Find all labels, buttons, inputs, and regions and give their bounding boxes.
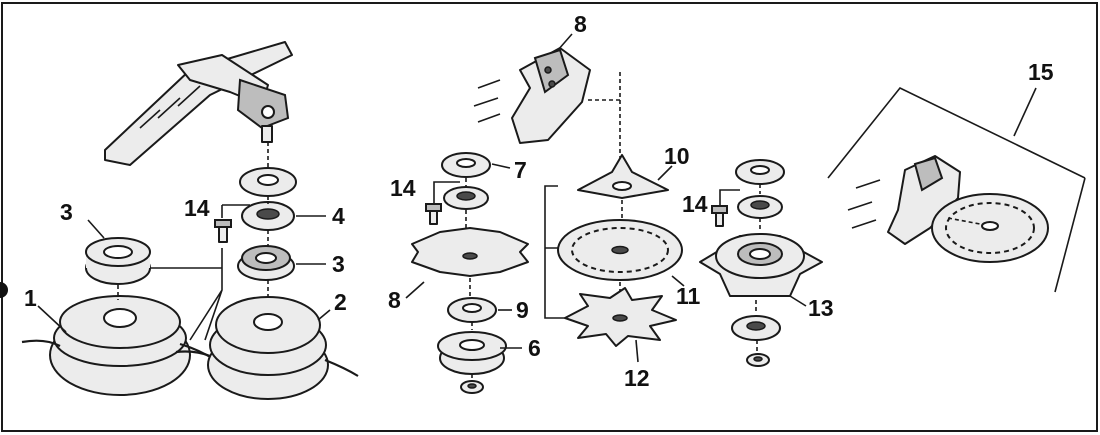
washer-7b xyxy=(443,186,489,210)
leader-14-middle xyxy=(433,181,460,204)
kit-15-guard xyxy=(847,155,961,245)
bracket-blades xyxy=(544,185,565,319)
leader-14-right xyxy=(719,189,740,206)
leader-8-mid xyxy=(405,281,425,299)
leader-15 xyxy=(1013,87,1037,137)
line-head-2 xyxy=(175,296,359,400)
bracket-15 xyxy=(827,87,1086,293)
leader-7 xyxy=(491,163,511,169)
leader-2 xyxy=(317,309,331,321)
callout-2: 2 xyxy=(334,289,347,315)
washer-13-top xyxy=(735,159,785,185)
blade-12-star xyxy=(564,287,677,347)
assembly-axis-left xyxy=(117,142,269,300)
callout-10: 10 xyxy=(664,143,690,169)
callout-4: 4 xyxy=(332,203,345,229)
adapter-4 xyxy=(241,201,295,231)
callout-7: 7 xyxy=(514,157,527,183)
washer-9 xyxy=(447,297,497,323)
blade-10-tri xyxy=(577,154,669,199)
edge-mark xyxy=(0,282,8,298)
blade-8 xyxy=(411,227,529,277)
callout-14-middle: 14 xyxy=(390,175,416,201)
washer-7 xyxy=(441,152,491,178)
cup-6 xyxy=(437,331,507,375)
callout-15: 15 xyxy=(1028,59,1054,85)
nut-right xyxy=(746,353,770,367)
callout-14-right: 14 xyxy=(682,191,708,217)
callout-6: 6 xyxy=(528,335,541,361)
leader-3a xyxy=(87,219,105,239)
saw-blade-11 xyxy=(557,219,683,281)
leader-1 xyxy=(37,305,67,333)
nut-middle xyxy=(460,380,484,394)
leader-14-left xyxy=(221,204,250,218)
leader-8-top xyxy=(557,33,573,51)
callout-14-left: 14 xyxy=(184,195,210,221)
washer-13-second xyxy=(737,195,783,219)
bolt-14-middle xyxy=(425,203,442,225)
callout-3-adapter: 3 xyxy=(332,251,345,277)
spool-cap-3 xyxy=(85,237,151,285)
stack-washer-top xyxy=(239,167,297,197)
bracket-left xyxy=(150,248,223,341)
guard-8-top xyxy=(473,47,591,144)
callout-3-spool-cap: 3 xyxy=(60,199,73,225)
callout-12: 12 xyxy=(624,365,650,391)
leader-13 xyxy=(789,295,807,307)
trimmer-shaft-guard xyxy=(104,41,293,166)
callout-11: 11 xyxy=(676,283,701,309)
kit-15-saw-blade xyxy=(931,193,1049,263)
callout-9: 9 xyxy=(516,297,529,323)
axis-guard-8 xyxy=(588,72,621,160)
callout-13: 13 xyxy=(808,295,834,321)
callout-8-blade: 8 xyxy=(388,287,401,313)
leader-12 xyxy=(635,339,639,363)
leader-11 xyxy=(671,275,685,287)
callout-8-guard: 8 xyxy=(574,11,587,37)
assembly-axis-blades xyxy=(619,200,623,292)
bolt-14-right xyxy=(711,205,728,227)
assembly-axis-middle xyxy=(465,178,473,380)
washer-13-bottom xyxy=(731,315,781,341)
line-head-1 xyxy=(21,295,216,396)
callout-1: 1 xyxy=(24,285,37,311)
bolt-14-left xyxy=(214,219,232,243)
hub-13 xyxy=(699,233,823,297)
adapter-3 xyxy=(237,245,295,281)
leader-10 xyxy=(657,165,673,181)
